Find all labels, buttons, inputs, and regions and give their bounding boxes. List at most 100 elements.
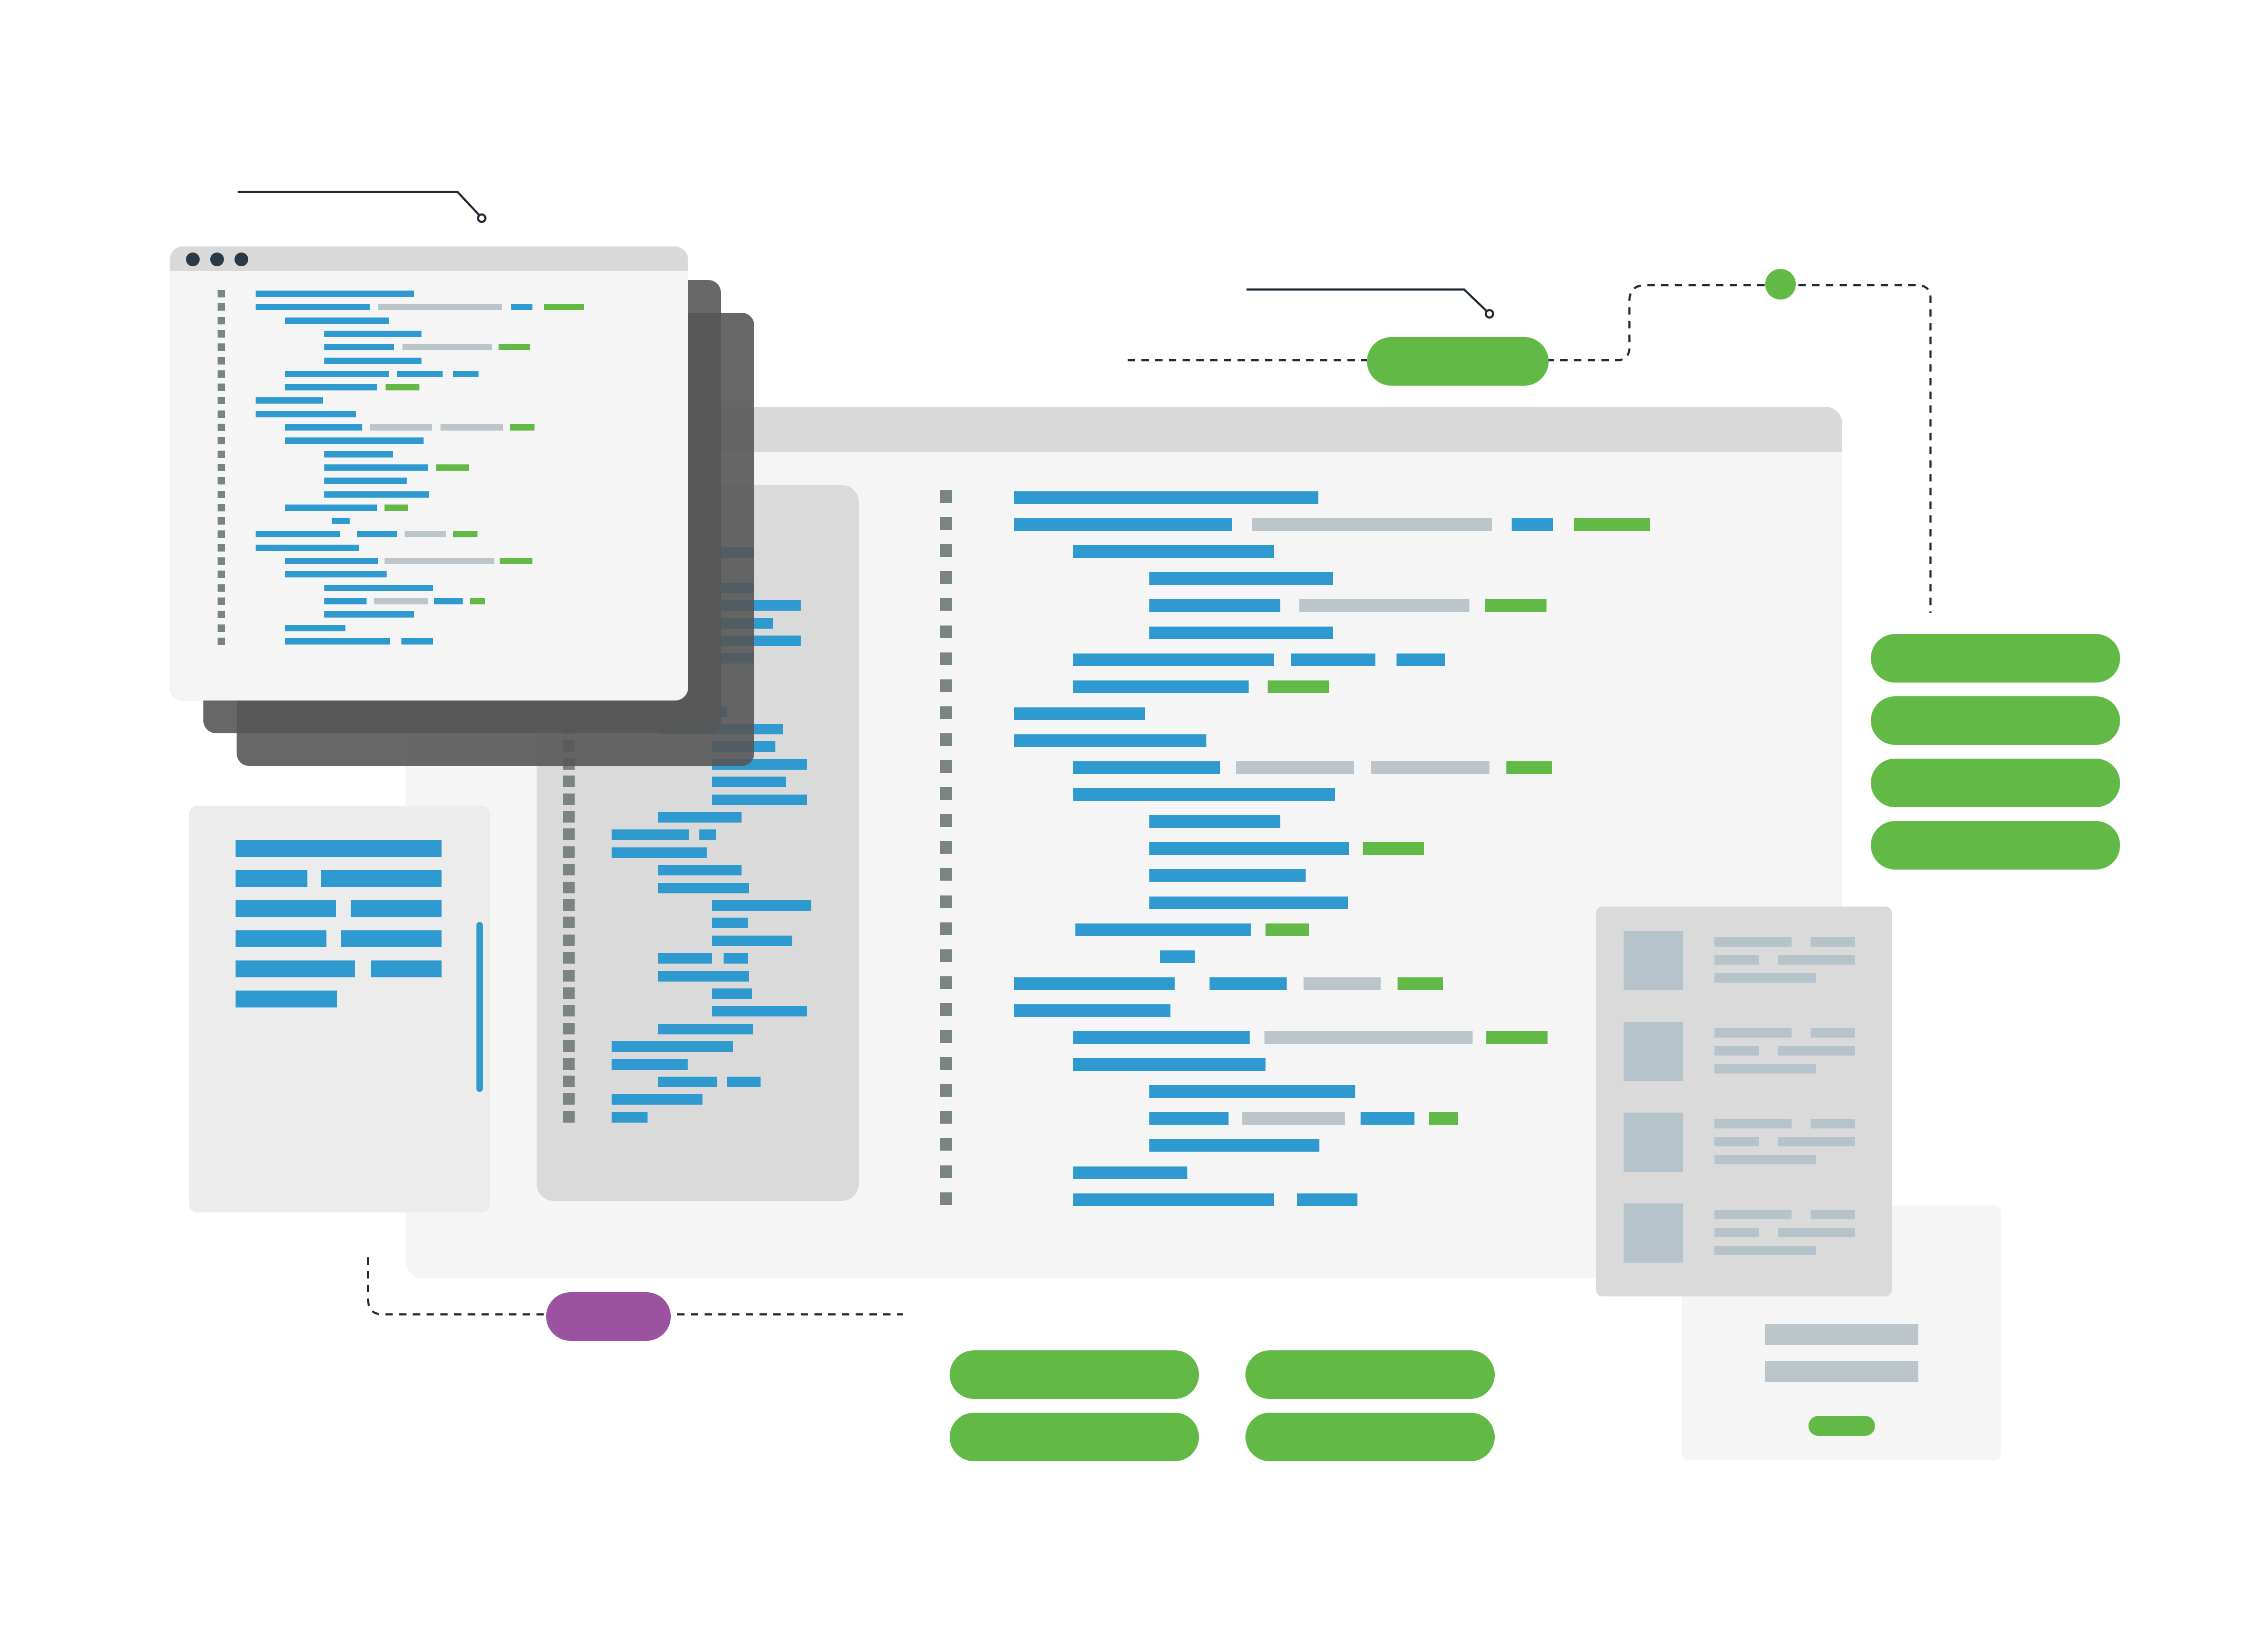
gutter-marker <box>218 584 225 592</box>
code-line <box>324 491 429 498</box>
gutter-marker <box>218 343 225 351</box>
scrollbar[interactable] <box>476 922 483 1092</box>
gutter-marker <box>940 652 952 665</box>
code-line <box>1304 977 1381 990</box>
code-line <box>401 638 433 645</box>
action-pill-2[interactable] <box>1245 1350 1495 1399</box>
code-line <box>1297 1193 1357 1206</box>
gutter-marker <box>940 895 952 908</box>
code-line <box>1149 897 1348 909</box>
text-line <box>351 900 442 917</box>
profile-button[interactable] <box>1808 1416 1875 1436</box>
gutter-marker <box>940 949 952 962</box>
window-control-dot <box>235 253 248 266</box>
list-text-line <box>1811 937 1855 947</box>
code-line <box>658 1077 717 1087</box>
gutter-marker <box>940 1057 952 1070</box>
leader-line-center <box>1247 288 1489 314</box>
code-line <box>332 518 350 524</box>
code-line <box>1073 1031 1250 1044</box>
code-line <box>378 304 502 310</box>
gutter-marker <box>940 1192 952 1205</box>
gutter-marker <box>218 290 225 297</box>
code-line <box>256 531 340 537</box>
code-line <box>1073 545 1274 558</box>
text-line <box>236 960 355 977</box>
gutter-marker <box>940 733 952 746</box>
list-thumbnail <box>1624 931 1683 990</box>
gutter-marker <box>218 517 225 525</box>
text-line <box>236 840 442 857</box>
menu-pill-1[interactable] <box>1871 634 2120 683</box>
code-line <box>1014 491 1318 504</box>
gutter-marker <box>563 1058 575 1070</box>
code-line <box>1073 654 1274 666</box>
code-line <box>285 558 378 564</box>
window-control-dot <box>210 253 224 266</box>
list-text-line <box>1778 1137 1855 1146</box>
code-line <box>1149 869 1306 882</box>
code-line <box>712 918 748 928</box>
code-line <box>1236 761 1354 774</box>
list-text-line <box>1714 1046 1759 1056</box>
gutter-marker <box>563 1093 575 1105</box>
gutter-marker <box>940 679 952 692</box>
text-line <box>321 870 442 887</box>
list-text-line <box>1811 1210 1855 1219</box>
code-line <box>499 344 530 350</box>
code-line <box>1073 761 1220 774</box>
code-line <box>1398 977 1443 990</box>
code-line <box>544 304 584 310</box>
gutter-marker <box>940 1030 952 1043</box>
code-line <box>1014 734 1206 747</box>
menu-pill-3[interactable] <box>1871 759 2120 807</box>
gutter-marker <box>563 987 575 999</box>
gutter-marker <box>940 490 952 503</box>
gutter-marker <box>563 794 575 805</box>
code-line <box>285 638 390 645</box>
code-line <box>712 1006 807 1016</box>
tag-pill-top[interactable] <box>1367 337 1549 386</box>
code-line <box>658 971 749 982</box>
list-text-line <box>1778 1228 1855 1237</box>
list-text-line <box>1811 1028 1855 1038</box>
code-line <box>511 304 532 310</box>
code-line <box>1073 1193 1274 1206</box>
action-pill-1[interactable] <box>950 1350 1199 1399</box>
code-line <box>658 812 742 823</box>
action-pill-3[interactable] <box>950 1413 1199 1461</box>
gutter-marker <box>940 1165 952 1178</box>
gutter-marker <box>940 760 952 773</box>
code-line <box>1363 842 1424 855</box>
menu-pill-2[interactable] <box>1871 696 2120 745</box>
leader-dot-top-left <box>477 213 486 223</box>
code-line <box>324 464 428 471</box>
profile-line-1 <box>1765 1324 1918 1345</box>
code-line <box>1149 842 1349 855</box>
gutter-marker <box>563 899 575 911</box>
code-line <box>324 358 421 364</box>
code-line <box>285 424 362 431</box>
code-line <box>256 397 323 404</box>
code-line <box>1014 707 1145 720</box>
code-line <box>285 571 387 577</box>
code-line <box>1014 1004 1170 1017</box>
gutter-marker <box>218 557 225 565</box>
code-line <box>1242 1112 1345 1125</box>
gutter-marker <box>218 317 225 324</box>
code-line <box>1073 680 1249 693</box>
list-text-line <box>1778 1046 1855 1056</box>
action-pill-4[interactable] <box>1245 1413 1495 1461</box>
code-line <box>510 424 535 431</box>
list-thumbnail <box>1624 1203 1683 1263</box>
tag-pill-purple[interactable] <box>546 1292 671 1341</box>
code-window-title-bar <box>170 247 688 271</box>
gutter-marker <box>218 491 225 498</box>
code-line <box>1149 572 1333 585</box>
code-line <box>1073 1166 1187 1179</box>
code-line <box>658 953 712 964</box>
menu-pill-4[interactable] <box>1871 821 2120 870</box>
gutter-marker <box>940 1111 952 1124</box>
code-line <box>324 598 367 604</box>
